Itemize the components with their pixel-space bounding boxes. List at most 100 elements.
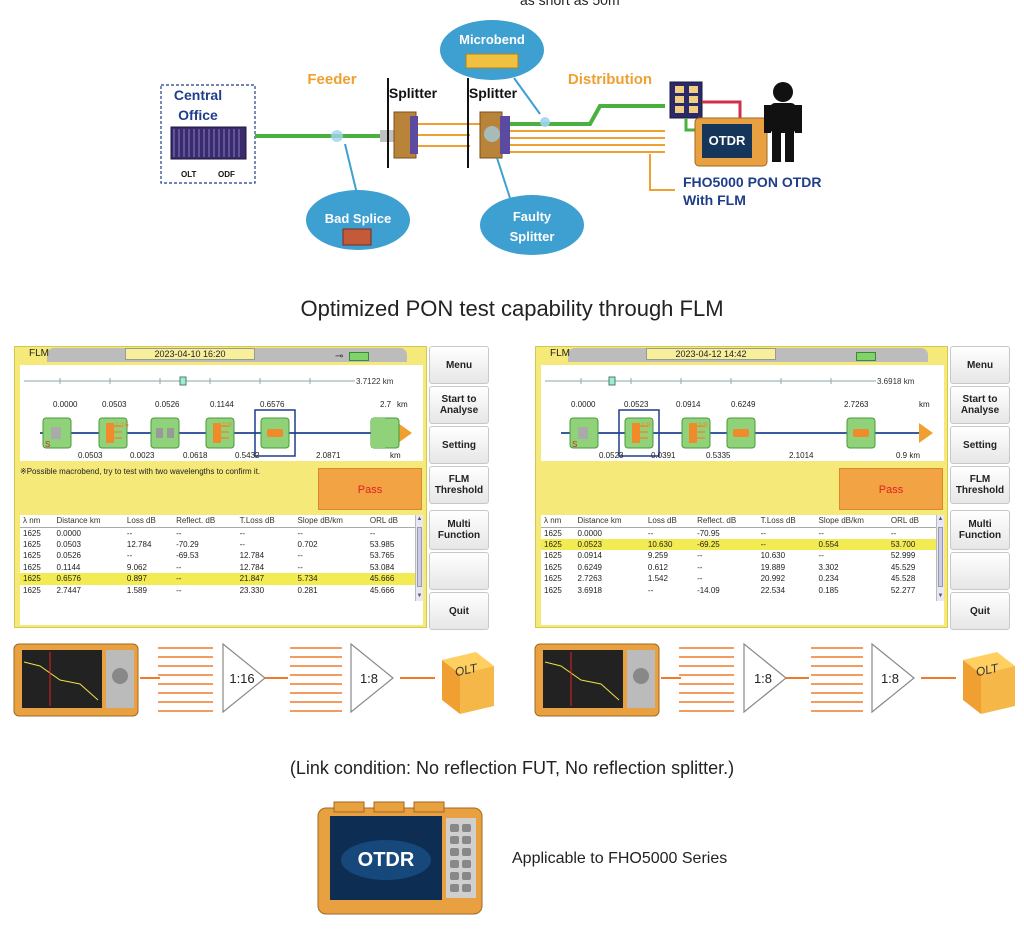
column-header[interactable]: T.Loss dB [757, 515, 816, 528]
olt-label: OLT [181, 170, 197, 179]
distance-unit: km [397, 400, 408, 409]
event-bend-icon[interactable] [260, 417, 290, 449]
pass-result-badge: Pass [318, 468, 422, 510]
scroll-thumb[interactable] [938, 527, 943, 587]
column-header[interactable]: λ nm [541, 515, 575, 528]
table-cell: 1625 [544, 528, 562, 538]
otdr-device-thumbnail [13, 643, 139, 717]
table-cell: 1625 [23, 551, 41, 561]
table-cell: -- [757, 538, 816, 550]
menu-button-multi-function[interactable]: Multi Function [429, 510, 489, 550]
column-header[interactable]: Loss dB [644, 515, 695, 528]
splitter-triangle-1 [222, 642, 266, 714]
event-splitter-icon[interactable]: 1:8 [681, 417, 711, 449]
technician-icon [764, 82, 802, 162]
selected-event-frame [254, 409, 296, 457]
event-end-icon[interactable] [370, 417, 400, 449]
event-distance-top: 2.7263 [844, 400, 869, 409]
column-header[interactable]: λ nm [20, 515, 54, 528]
menu-button-quit[interactable]: Quit [429, 592, 489, 630]
event-bend-icon[interactable] [726, 417, 756, 449]
scroll-thumb[interactable] [417, 527, 422, 587]
scroll-down-icon[interactable]: ▼ [416, 593, 423, 599]
menu-button-flm-threshold[interactable]: FLM Threshold [950, 466, 1010, 504]
table-cell: 1625 [544, 551, 562, 561]
table-cell: -- [697, 551, 703, 561]
column-header[interactable]: ORL dB [887, 515, 936, 528]
table-scrollbar[interactable]: ▲▼ [936, 515, 944, 601]
scroll-down-icon[interactable]: ▼ [937, 593, 944, 599]
bad-splice-spot [331, 130, 343, 142]
fiber-end-arrow-icon [919, 423, 933, 443]
menu-button-quit[interactable]: Quit [950, 592, 1010, 630]
table-cell: -- [126, 551, 133, 561]
table-cell: -- [818, 551, 824, 561]
column-header[interactable]: Distance km [53, 515, 124, 528]
faulty-splitter-bubble [480, 195, 584, 255]
menu-button-menu[interactable]: Menu [429, 346, 489, 384]
menu-button-start-to-analyse[interactable]: Start to Analyse [950, 386, 1010, 424]
column-header[interactable]: Slope dB/km [294, 515, 367, 528]
table-cell: -- [239, 539, 245, 549]
table-cell: 1.589 [126, 585, 147, 595]
flm-title: FLM [550, 348, 570, 359]
column-header[interactable]: Reflect. dB [173, 515, 237, 528]
scroll-up-icon[interactable]: ▲ [937, 516, 944, 522]
scroll-up-icon[interactable]: ▲ [416, 516, 423, 522]
event-splitter-icon[interactable]: 1:16 [98, 417, 129, 449]
event-connector-icon[interactable] [150, 417, 180, 449]
table-cell: 2.7447 [56, 585, 81, 595]
segment-length: 0.0391 [651, 451, 676, 460]
column-header[interactable]: ORL dB [366, 515, 415, 528]
table-cell: 45.666 [366, 573, 415, 585]
event-distance-top: 0.0914 [676, 400, 701, 409]
column-header[interactable]: Reflect. dB [694, 515, 758, 528]
overview-slider[interactable] [608, 376, 616, 386]
segment-length: 0.5432 [235, 451, 260, 460]
menu-button-empty[interactable] [950, 552, 1010, 590]
menu-button-flm-threshold[interactable]: FLM Threshold [429, 466, 489, 504]
table-cell: 1625 [23, 528, 41, 538]
table-cell: 0.0503 [56, 539, 81, 549]
event-distance-top: 0.6249 [731, 400, 756, 409]
table-cell: 23.330 [239, 585, 265, 595]
column-header[interactable]: Distance km [574, 515, 645, 528]
top-cut-text: as short as 50m [520, 0, 620, 8]
faulty-splitter-spot [484, 126, 500, 142]
splitter-triangle-2 [350, 642, 394, 714]
menu-button-setting[interactable]: Setting [429, 426, 489, 464]
table-scrollbar[interactable]: ▲▼ [415, 515, 423, 601]
table-cell: -- [647, 585, 654, 595]
table-cell: 0.1144 [56, 562, 81, 572]
event-splitter-icon[interactable]: 1:8 [205, 417, 235, 449]
segment-length: 0.0618 [183, 451, 208, 460]
column-header[interactable]: Slope dB/km [815, 515, 888, 528]
menu-button-setting[interactable]: Setting [950, 426, 1010, 464]
menu-button-multi-function[interactable]: Multi Function [950, 510, 1010, 550]
menu-button-start-to-analyse[interactable]: Start to Analyse [429, 386, 489, 424]
menu-button-menu[interactable]: Menu [950, 346, 1010, 384]
microbend-image [465, 53, 519, 69]
column-header[interactable]: T.Loss dB [236, 515, 295, 528]
column-header[interactable]: Loss dB [123, 515, 174, 528]
overview-slider[interactable] [179, 376, 187, 386]
event-source-icon[interactable]: S [569, 417, 599, 449]
menu-button-empty[interactable] [429, 552, 489, 590]
event-source-icon[interactable]: S [42, 417, 72, 449]
event-splitter-icon[interactable]: 1:8 [624, 417, 654, 449]
event-bend-icon[interactable] [846, 417, 876, 449]
